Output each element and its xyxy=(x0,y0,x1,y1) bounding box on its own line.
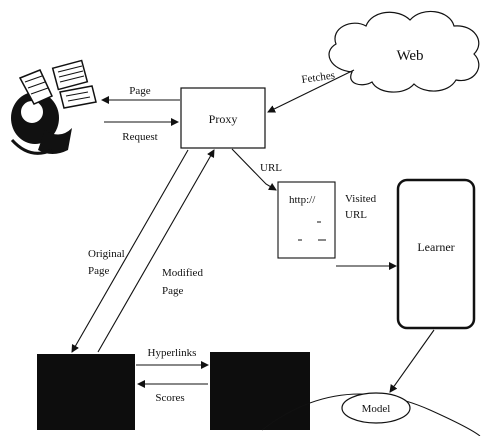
model-node: Model xyxy=(261,392,481,437)
visited-url-label-line2: URL xyxy=(345,209,367,221)
modified-page-arrow xyxy=(97,149,215,353)
proxy-label: Proxy xyxy=(209,112,238,126)
original-page-arrow xyxy=(71,149,189,353)
page-edge-label: Page xyxy=(129,85,151,97)
url-edge-label: URL xyxy=(260,162,282,174)
url-document-node: http:// xyxy=(277,181,336,259)
original-page-label-line1: Original xyxy=(88,248,125,260)
request-edge-label: Request xyxy=(122,131,157,143)
url-box-text: http:// xyxy=(289,194,316,206)
web-cloud-node: Web xyxy=(328,10,480,93)
learner-label: Learner xyxy=(417,240,454,254)
fetches-edge-label: Fetches xyxy=(301,69,336,86)
url-arrow xyxy=(231,148,277,191)
crawler-block-right xyxy=(210,352,310,430)
modified-page-label-line2: Page xyxy=(162,285,184,297)
model-label: Model xyxy=(362,403,391,415)
web-label: Web xyxy=(396,48,423,64)
modified-page-label-line1: Modified xyxy=(162,267,203,279)
person-at-computer-icon xyxy=(10,59,97,155)
fetches-arrow xyxy=(267,69,355,113)
learner-node: Learner xyxy=(396,178,476,330)
visited-url-label-line1: Visited xyxy=(345,193,377,205)
learner-model-arrow xyxy=(389,329,435,393)
hyperlinks-edge-label: Hyperlinks xyxy=(148,347,197,359)
proxy-node: Proxy xyxy=(180,87,266,149)
crawler-block-left xyxy=(37,354,135,430)
original-page-label-line2: Page xyxy=(88,265,110,277)
scores-edge-label: Scores xyxy=(155,392,184,404)
